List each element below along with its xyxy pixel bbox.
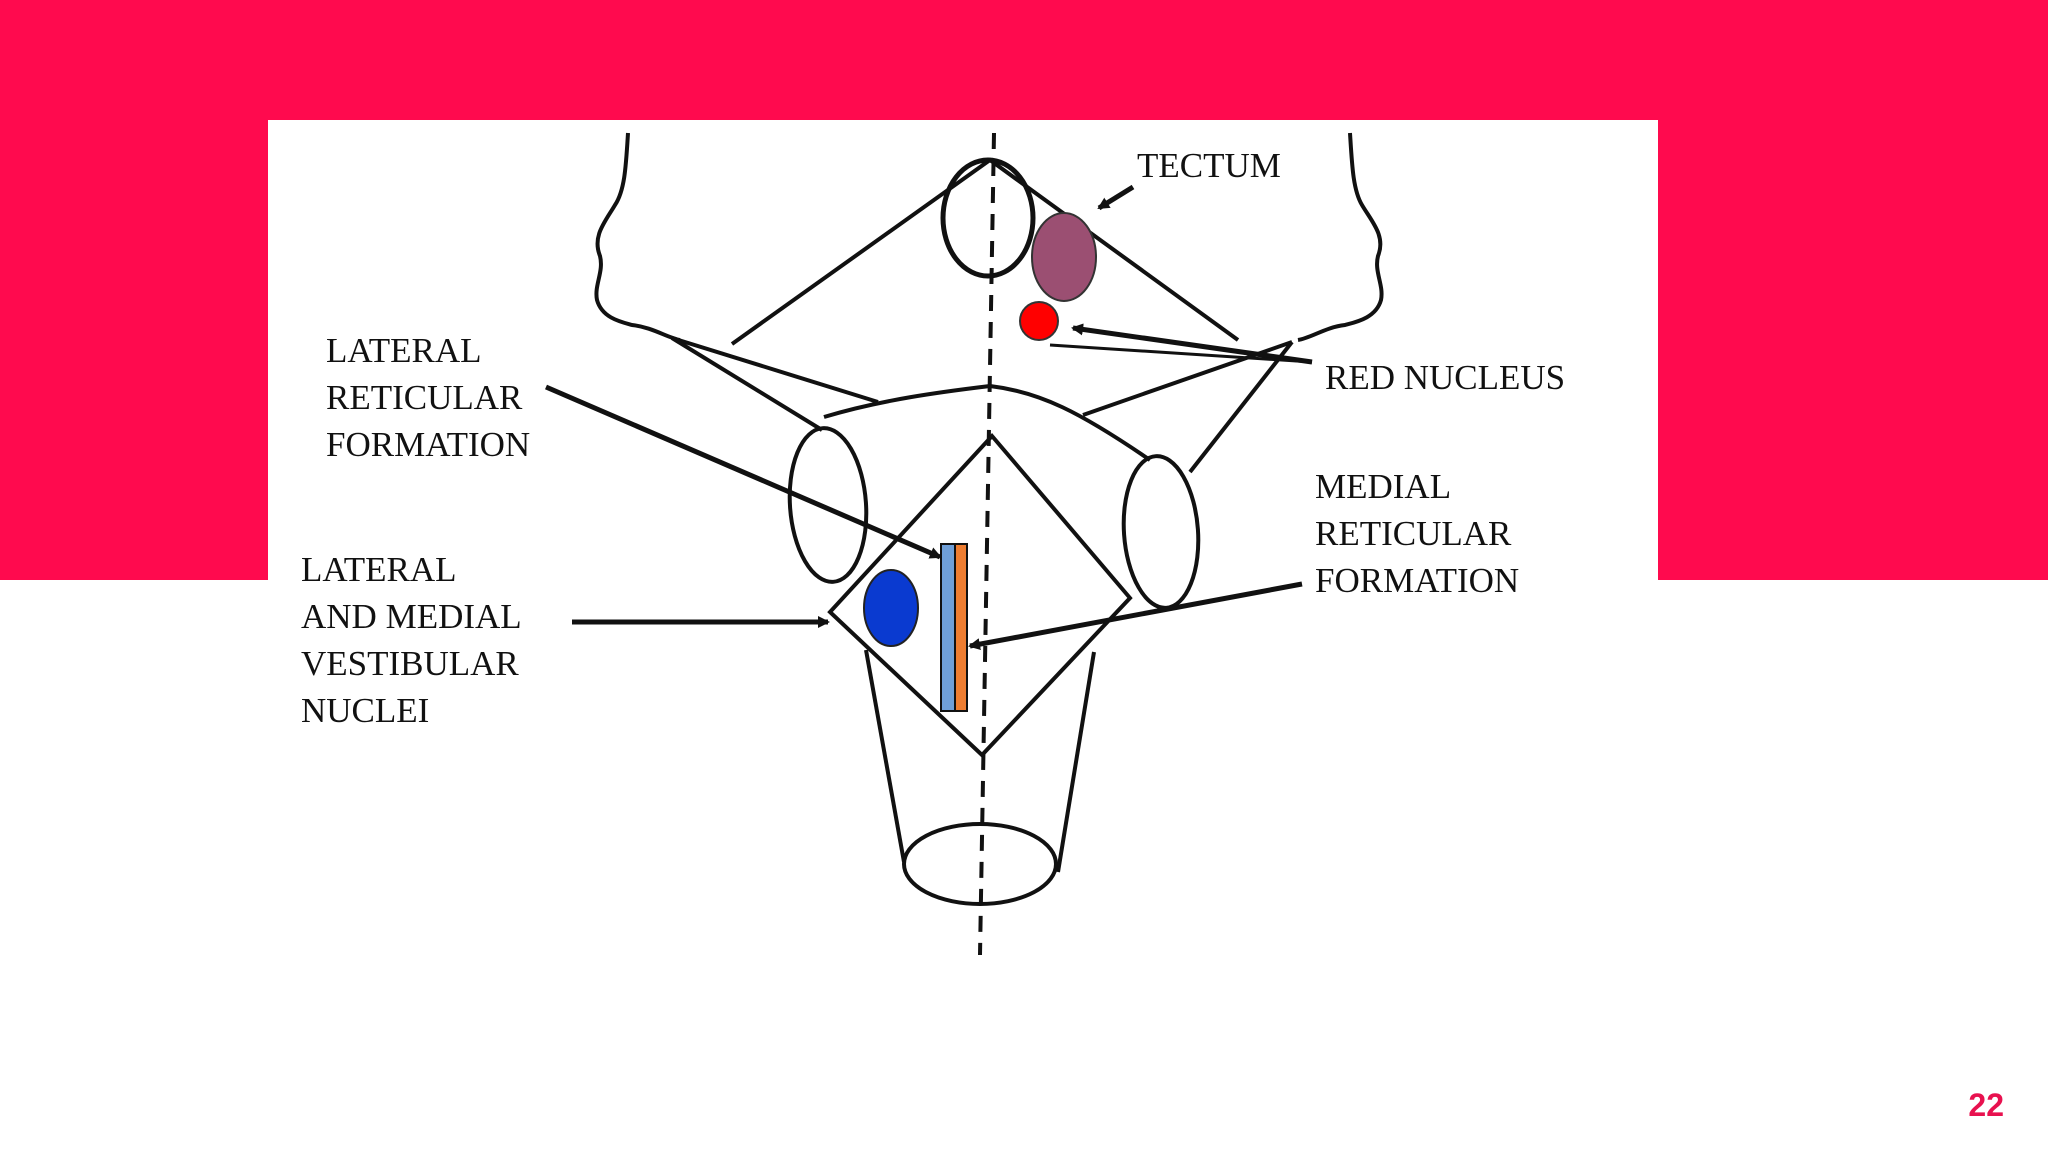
- fourth-ventricle-outline: [827, 432, 1133, 758]
- label-lateral-reticular: LATERAL RETICULAR FORMATION: [326, 331, 531, 464]
- label-medial-reticular-line-3: FORMATION: [1315, 561, 1519, 600]
- label-lateral-reticular-line-3: FORMATION: [326, 425, 530, 464]
- medial-reticular-formation: [954, 543, 968, 712]
- left-peduncle-line: [671, 336, 879, 404]
- label-lateral-reticular-line-2: RETICULAR: [326, 378, 523, 417]
- label-red-nucleus: RED NUCLEUS: [1325, 358, 1565, 397]
- label-vestibular-line-4: NUCLEI: [301, 691, 429, 730]
- lateral-reticular-arrow: [545, 384, 942, 560]
- right-cerebellar-peduncle: [1121, 454, 1201, 610]
- medulla-right-edge: [1056, 651, 1096, 873]
- tectum-arrow: [1097, 184, 1135, 211]
- medulla-left-edge: [864, 649, 906, 863]
- vestibular-nuclei: [863, 569, 919, 647]
- left-cerebellar-peduncle: [787, 426, 869, 584]
- label-vestibular: LATERAL AND MEDIAL VESTIBULAR NUCLEI: [301, 550, 529, 730]
- midline-dashed: [978, 132, 996, 956]
- medial-reticular-arrow: [968, 581, 1303, 651]
- label-medial-reticular-line-1: MEDIAL: [1315, 467, 1450, 506]
- label-vestibular-line-2: AND MEDIAL: [301, 597, 520, 636]
- pons-upper-outline: [823, 383, 1152, 462]
- label-tectum: TECTUM: [1137, 146, 1281, 185]
- label-medial-reticular: MEDIAL RETICULAR FORMATION: [1315, 467, 1520, 600]
- midbrain-outline: [730, 157, 1240, 346]
- label-vestibular-line-3: VESTIBULAR: [301, 644, 519, 683]
- label-vestibular-line-1: LATERAL: [301, 550, 455, 589]
- red-nucleus-arrow-upper: [1071, 323, 1313, 365]
- tectum-nucleus: [1031, 212, 1097, 302]
- lateral-reticular-formation: [940, 543, 956, 712]
- page-number: 22: [1968, 1087, 2004, 1123]
- label-lateral-reticular-line-1: LATERAL: [326, 331, 480, 370]
- red-nucleus: [1019, 301, 1059, 341]
- left-peduncle-edge: [670, 336, 824, 432]
- right-cerebrum-outline: [1297, 132, 1384, 342]
- left-cerebrum-outline: [594, 132, 681, 342]
- tectum-ring: [940, 157, 1036, 279]
- right-peduncle-edge: [1188, 340, 1294, 474]
- spinal-cord-section: [902, 822, 1058, 906]
- red-nucleus-arrow-lower: [1049, 343, 1313, 364]
- label-medial-reticular-line-2: RETICULAR: [1315, 514, 1512, 553]
